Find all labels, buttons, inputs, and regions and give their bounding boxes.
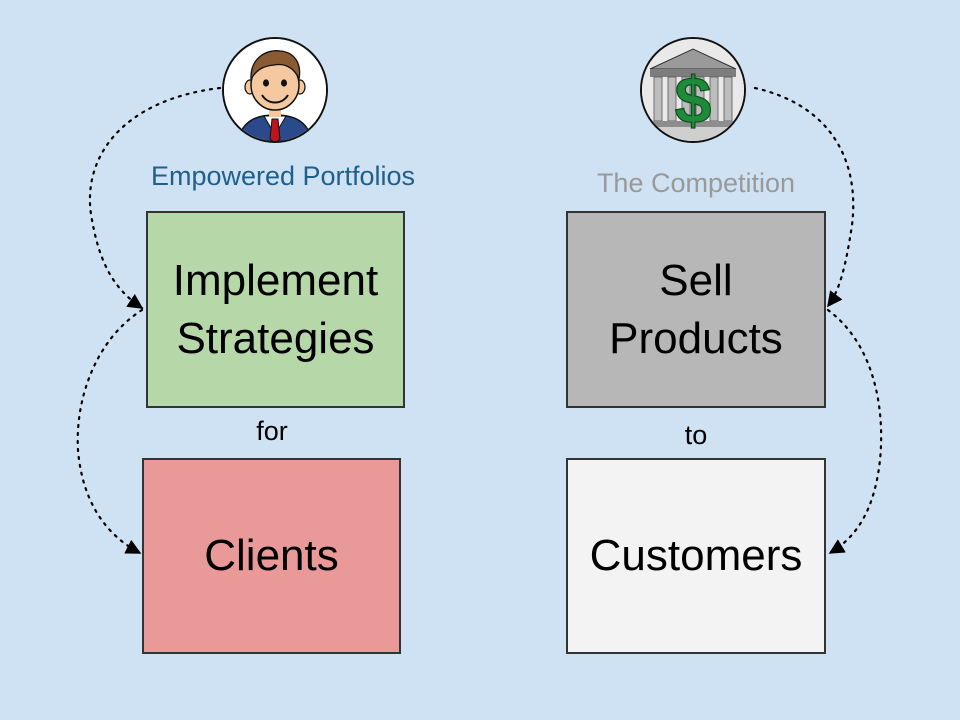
svg-text:$: $: [675, 63, 712, 137]
arrow-implement-to-clients: [76, 308, 144, 555]
arrow-avatar-to-implement: [88, 86, 222, 310]
customers-box: Customers: [566, 458, 826, 654]
sell-products-line2: Products: [609, 313, 783, 363]
implement-strategies-line1: Implement: [172, 255, 379, 305]
businessman-icon: [222, 37, 328, 143]
arrow-bank-to-sell: [753, 86, 855, 308]
left-connector-text: for: [256, 416, 288, 446]
right-connector-text: to: [684, 420, 708, 450]
sell-products-line1: Sell: [659, 255, 733, 305]
arrow-sell-to-customers: [826, 308, 883, 555]
implement-strategies-line2: Strategies: [176, 313, 375, 363]
clients-box: Clients: [142, 458, 401, 654]
right-caption: The Competition: [596, 168, 796, 198]
bank-dollar-icon: $: [640, 37, 746, 143]
sell-products-box: Sell Products: [566, 211, 826, 408]
implement-strategies-box: Implement Strategies: [146, 211, 405, 408]
left-caption: Empowered Portfolios: [150, 161, 416, 191]
